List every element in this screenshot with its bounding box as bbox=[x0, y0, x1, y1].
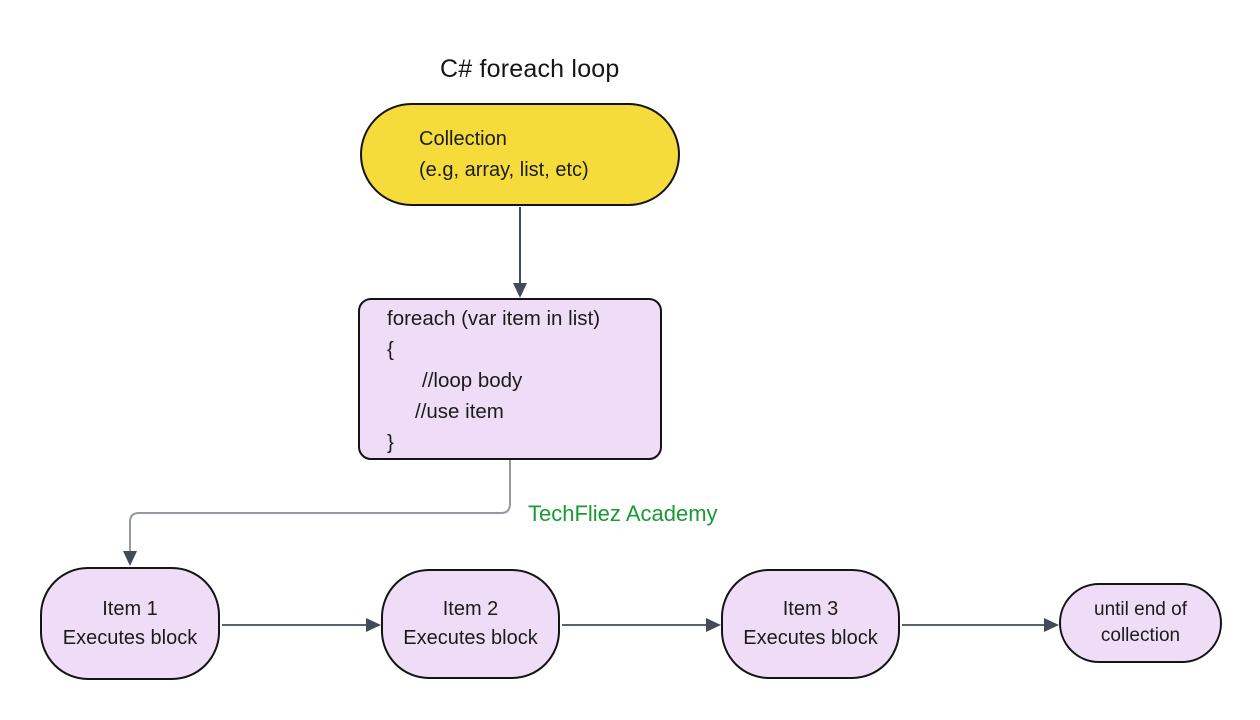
arrow-collection-to-foreach bbox=[513, 207, 527, 298]
code-line-loop-body: //loop body bbox=[422, 369, 523, 392]
arrow-item2-to-item3 bbox=[562, 618, 721, 632]
item1-label-line2: Executes block bbox=[62, 626, 198, 649]
item2-label-line1: Item 2 bbox=[442, 598, 499, 620]
node-item1: Item 1 Executes block bbox=[40, 567, 220, 680]
item1-label-line1: Item 1 bbox=[102, 597, 158, 620]
arrow-item1-to-item2 bbox=[222, 618, 381, 632]
collection-label-line1: Collection bbox=[419, 127, 507, 150]
diagram-title: C# foreach loop bbox=[440, 55, 620, 83]
collection-label-line2: (e.g, array, list, etc) bbox=[419, 158, 589, 181]
item3-label-line2: Executes block bbox=[743, 627, 878, 649]
arrow-item3-to-end bbox=[902, 618, 1059, 632]
item2-label-line2: Executes block bbox=[403, 627, 538, 649]
node-collection: Collection (e.g, array, list, etc) bbox=[360, 103, 680, 206]
node-item3: Item 3 Executes block bbox=[721, 569, 900, 679]
end-label-line1: until end of bbox=[1094, 599, 1187, 620]
node-until-end: until end of collection bbox=[1059, 583, 1222, 663]
code-line-foreach: foreach (var item in list) bbox=[387, 307, 601, 330]
node-foreach-code: foreach (var item in list) { //loop body… bbox=[358, 298, 662, 460]
code-line-use-item: //use item bbox=[415, 400, 504, 423]
code-line-open-brace: { bbox=[387, 338, 394, 361]
node-item2: Item 2 Executes block bbox=[381, 569, 560, 679]
connector-foreach-to-item1 bbox=[123, 459, 511, 566]
code-line-close-brace: } bbox=[387, 431, 394, 454]
watermark-text: TechFliez Academy bbox=[528, 501, 718, 526]
end-label-line2: collection bbox=[1100, 625, 1181, 646]
item3-label-line1: Item 3 bbox=[782, 598, 839, 620]
